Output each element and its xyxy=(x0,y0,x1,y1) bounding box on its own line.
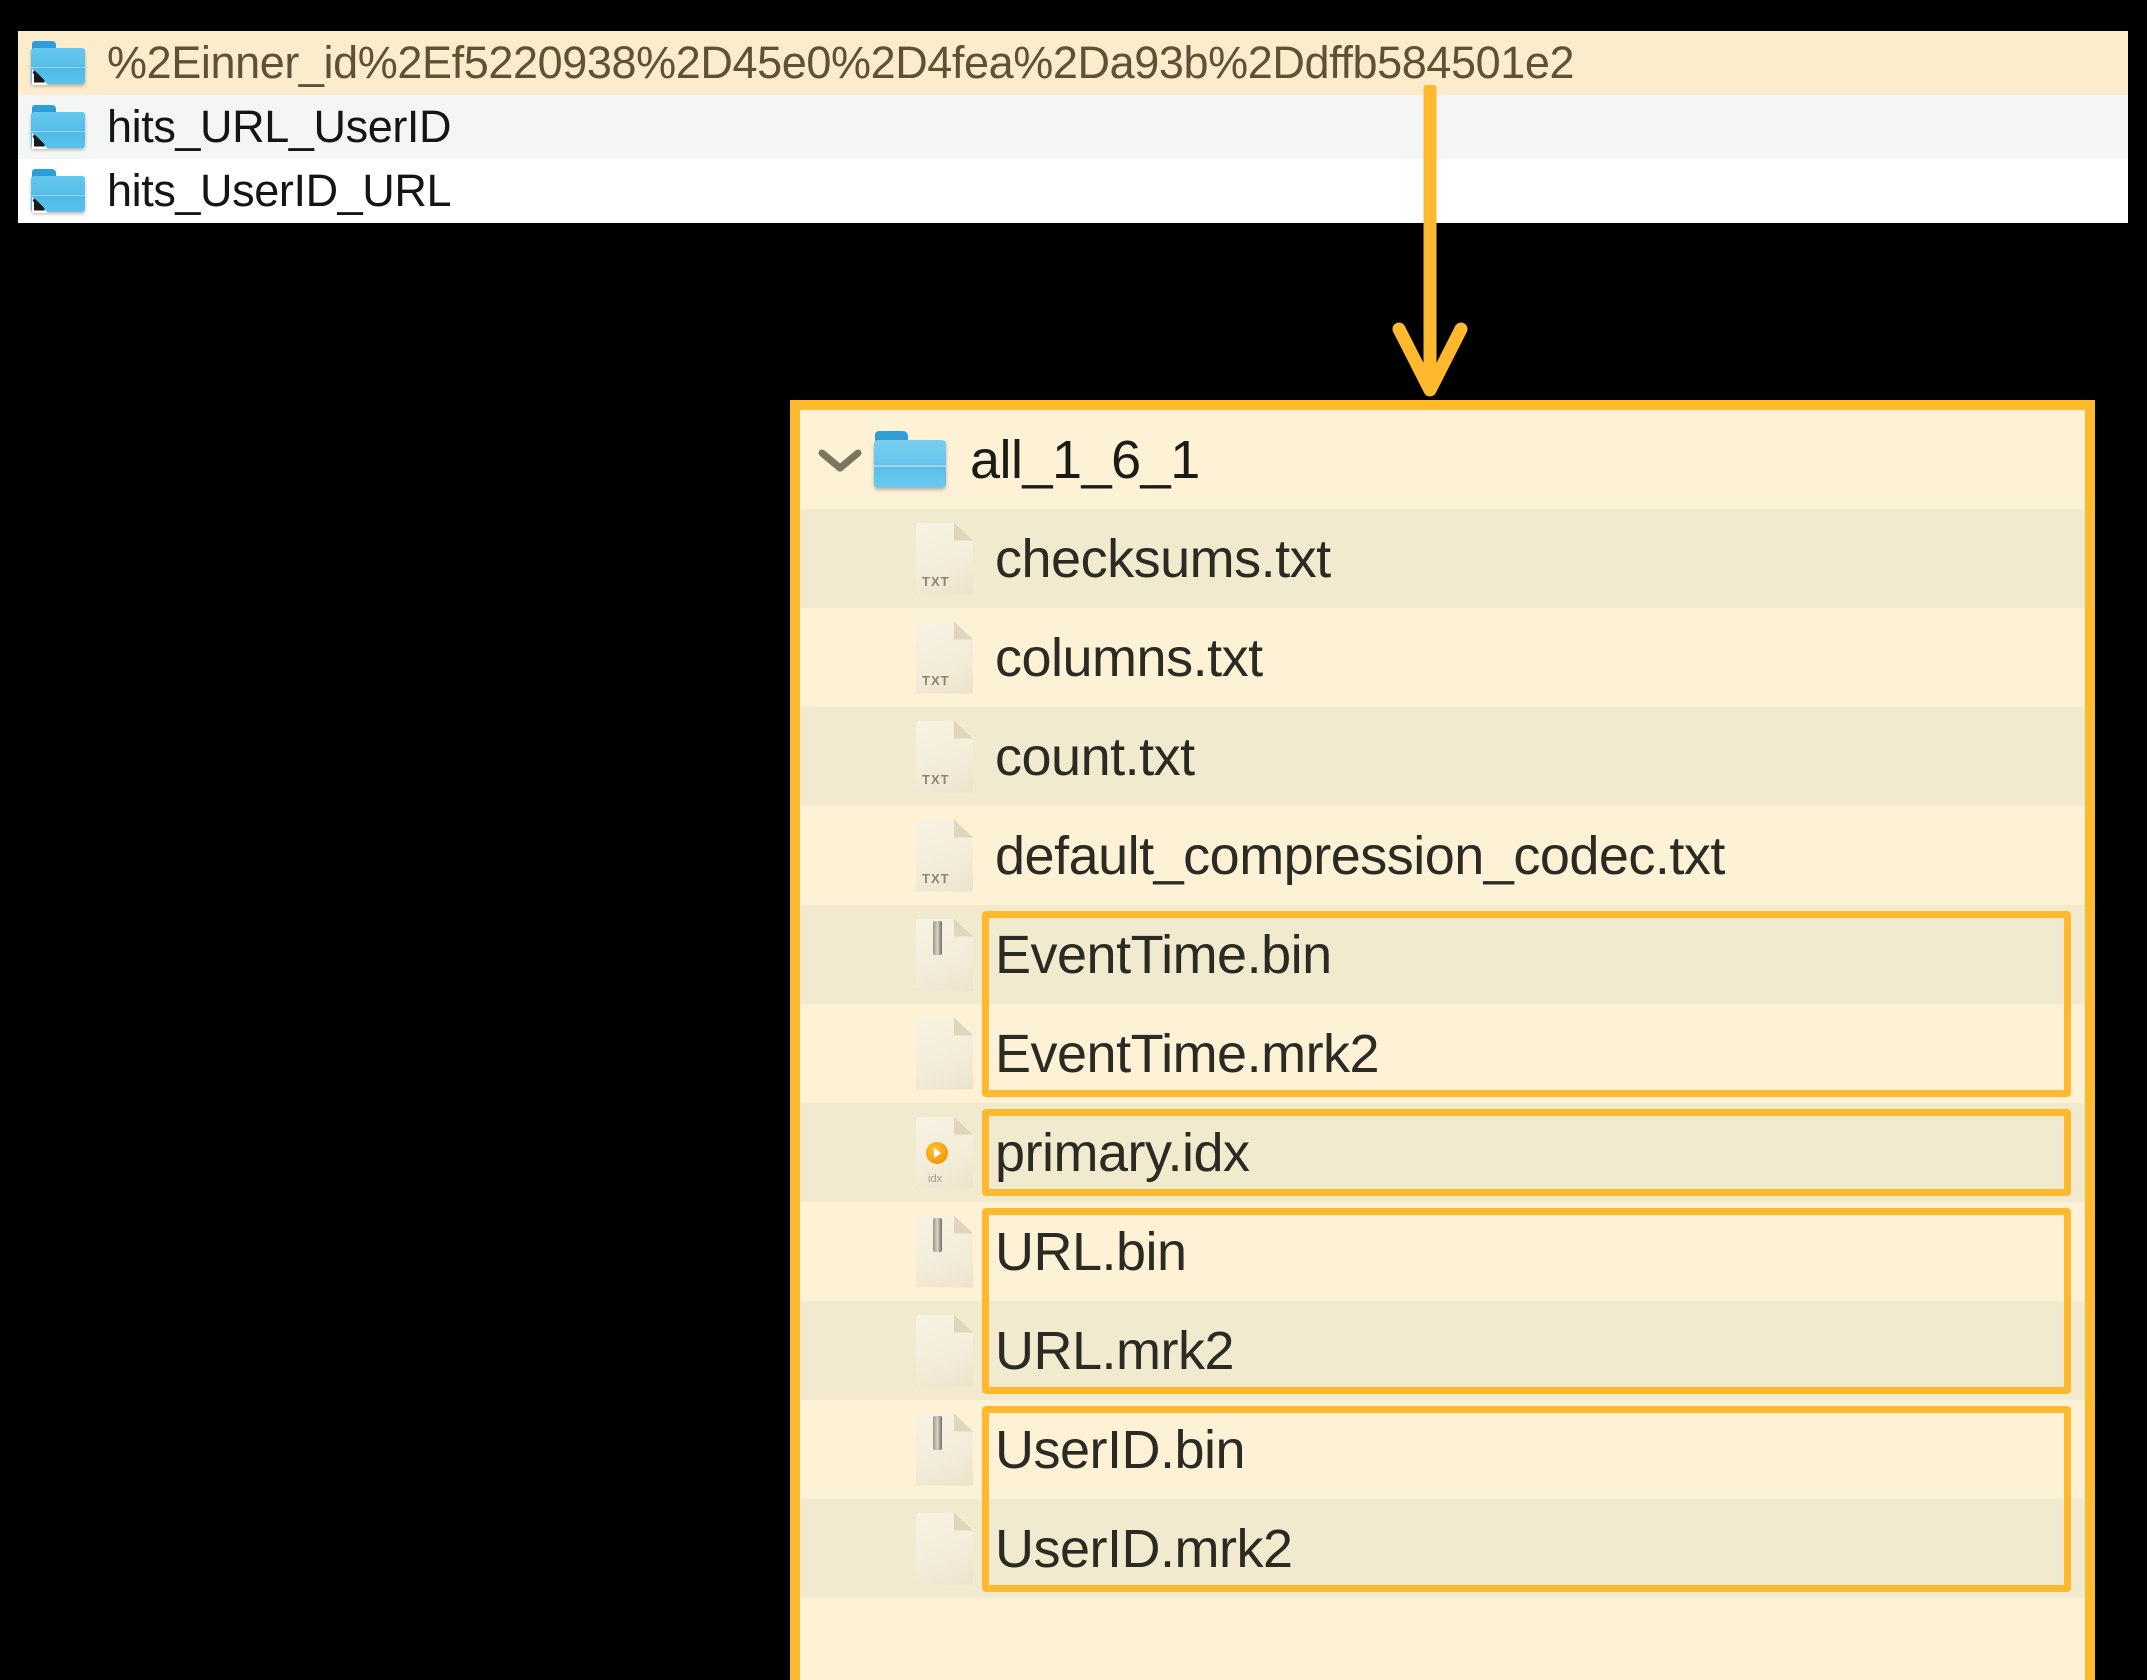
file-row[interactable]: UserID.mrk2 xyxy=(800,1499,2085,1598)
file-row[interactable]: idx primary.idx xyxy=(800,1103,2085,1202)
binary-glyph xyxy=(933,1217,942,1252)
file-name: EventTime.mrk2 xyxy=(995,1023,1380,1084)
file-row[interactable]: TXT columns.txt xyxy=(800,608,2085,707)
directory-row[interactable]: all_1_6_1 xyxy=(800,410,2085,509)
idx-badge: idx xyxy=(928,1172,943,1185)
txt-badge: TXT xyxy=(922,771,950,787)
file-name: checksums.txt xyxy=(995,528,1331,589)
bin-file-icon xyxy=(916,1215,973,1288)
file-name: default_compression_codec.txt xyxy=(995,825,1725,886)
symlink-item-label: hits_UserID_URL xyxy=(107,165,452,216)
page-fold xyxy=(954,1017,973,1036)
txt-file-icon: TXT xyxy=(916,621,973,694)
file-name: URL.bin xyxy=(995,1221,1187,1282)
file-row[interactable]: URL.bin xyxy=(800,1202,2085,1301)
file-name: columns.txt xyxy=(995,627,1263,688)
blank-file-icon xyxy=(916,1017,973,1090)
symlink-list-item[interactable]: %2Einner_id%2Ef5220938%2D45e0%2D4fea%2Da… xyxy=(18,31,2128,95)
symlink-list-item[interactable]: hits_UserID_URL xyxy=(18,159,2128,223)
symlink-folder-icon xyxy=(31,169,87,213)
file-name: primary.idx xyxy=(995,1122,1250,1183)
txt-file-icon: TXT xyxy=(916,819,973,892)
binary-glyph xyxy=(933,920,942,955)
txt-badge: TXT xyxy=(922,672,950,688)
symlink-folder-icon xyxy=(31,41,87,85)
bin-file-icon xyxy=(916,1413,973,1486)
binary-glyph xyxy=(933,1415,942,1450)
symlink-item-label: %2Einner_id%2Ef5220938%2D45e0%2D4fea%2Da… xyxy=(107,37,1575,88)
file-name: URL.mrk2 xyxy=(995,1320,1235,1381)
blank-file-icon xyxy=(916,1314,973,1387)
file-row[interactable]: UserID.bin xyxy=(800,1400,2085,1499)
txt-badge: TXT xyxy=(922,573,950,589)
txt-file-icon: TXT xyxy=(916,720,973,793)
symlink-list-item[interactable]: hits_URL_UserID xyxy=(18,95,2128,159)
symlink-folder-icon xyxy=(31,105,87,149)
file-name: EventTime.bin xyxy=(995,924,1332,985)
symlink-item-label: hits_URL_UserID xyxy=(107,101,452,152)
file-row[interactable]: URL.mrk2 xyxy=(800,1301,2085,1400)
file-row[interactable]: TXT count.txt xyxy=(800,707,2085,806)
txt-file-icon: TXT xyxy=(916,522,973,595)
file-row[interactable]: EventTime.bin xyxy=(800,905,2085,1004)
bin-file-icon xyxy=(916,918,973,991)
txt-badge: TXT xyxy=(922,870,950,886)
idx-file-icon: idx xyxy=(916,1116,973,1189)
index-glyph xyxy=(926,1141,948,1164)
file-name: UserID.bin xyxy=(995,1419,1246,1480)
symlink-folder-list[interactable]: %2Einner_id%2Ef5220938%2D45e0%2D4fea%2Da… xyxy=(18,31,2128,223)
folder-icon xyxy=(874,430,948,489)
directory-name: all_1_6_1 xyxy=(970,429,1200,490)
file-name: UserID.mrk2 xyxy=(995,1518,1293,1579)
file-name: count.txt xyxy=(995,726,1195,787)
file-row[interactable]: TXT checksums.txt xyxy=(800,509,2085,608)
file-row[interactable]: TXT default_compression_codec.txt xyxy=(800,806,2085,905)
blank-file-icon xyxy=(916,1512,973,1585)
chevron-down-icon[interactable] xyxy=(810,446,870,474)
file-row[interactable]: EventTime.mrk2 xyxy=(800,1004,2085,1103)
